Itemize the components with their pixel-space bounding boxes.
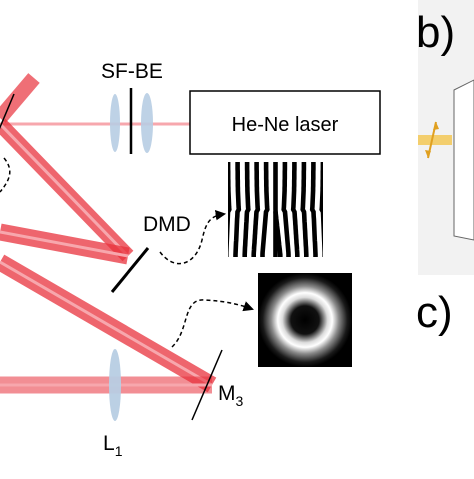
m3-mirror: [191, 349, 223, 421]
left-mirror: [0, 93, 15, 130]
he-ne-laser-label: He-Ne laser: [232, 114, 339, 136]
l1-label: L1: [103, 432, 123, 459]
hologram-fringe: [260, 162, 270, 257]
panel-c-label: c): [416, 288, 453, 337]
hologram-fringe: [251, 162, 261, 257]
dmd-label: DMD: [143, 213, 191, 236]
donut-beam-icon: [258, 273, 352, 367]
panel-b: b): [416, 0, 474, 275]
he-ne-laser-box: [189, 90, 381, 155]
hologram-fringe: [300, 162, 309, 257]
hologram-fringe: [290, 162, 300, 257]
m3-to-donut-arrow: [171, 299, 254, 348]
left-dashed-arrow: [0, 157, 11, 193]
l1-lens: [109, 349, 121, 421]
sf-be-lenses: [110, 88, 153, 154]
hologram-fringe: [319, 162, 323, 257]
hologram-fringe: [217, 162, 220, 257]
dmd-mirror: [110, 247, 150, 293]
hologram-fringe: [341, 162, 344, 257]
hologram-fringe: [273, 162, 283, 257]
sf-be-label: SF-BE: [101, 60, 163, 83]
hologram-fringe: [309, 162, 318, 257]
panel-b-label: b): [416, 8, 455, 57]
hologram-fringe: [208, 162, 211, 257]
hologram-fringe: [233, 162, 242, 257]
hologram-fringe: [281, 162, 291, 257]
fork-hologram-icon: [208, 162, 344, 257]
m3-label: M3: [218, 382, 244, 409]
dmd-to-hologram-arrow: [159, 209, 227, 265]
hologram-fringe: [228, 162, 232, 257]
hologram-fringe: [331, 162, 334, 257]
hologram-fringe: [242, 162, 251, 257]
laser-beams: [0, 73, 217, 394]
